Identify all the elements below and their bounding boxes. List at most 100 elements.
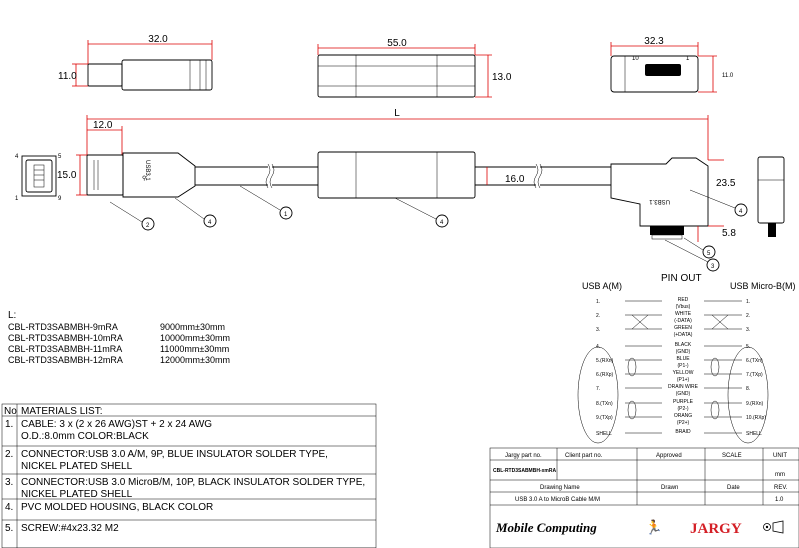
pin-a-bottom-left: 1: [15, 196, 19, 202]
material-row: 5.SCREW:#4x23.32 M2: [2, 523, 376, 548]
projection-symbol-icon: [763, 520, 784, 534]
pin-micro-left: 10: [632, 56, 639, 62]
wire-name: RED: [678, 297, 689, 303]
pin-a-top-right: 5: [58, 154, 62, 160]
material-no: 4.: [5, 502, 13, 513]
plug-a-side-view: 32.0 11.0: [58, 34, 213, 91]
wire-signal: (P2+): [677, 420, 690, 426]
length-table-title: L:: [8, 310, 16, 321]
material-line2: NICKEL PLATED SHELL: [21, 461, 133, 472]
logo-jargy: JARGY: [690, 521, 742, 537]
material-row: 3. CONNECTOR:USB 3.0 MicroB/M, 10P, BLACK…: [2, 477, 376, 500]
pinout-row: 2.2.WHITE(-DATA): [596, 311, 750, 324]
a-plug-marking: USB3.1: [144, 160, 150, 181]
pin-left: 8.(TXn): [596, 401, 613, 407]
length-row: CBL-RTD3SABMBH-10mRA 10000mm±30mm: [8, 333, 230, 343]
dim-micro-length: 32.3: [644, 36, 664, 47]
pin-right: 9.(RXn): [746, 401, 764, 407]
dim-cable-dia: 16.0: [505, 174, 525, 185]
materials-header-no: No: [4, 406, 17, 417]
pin-left: 5.(RXn): [596, 358, 614, 364]
callout-4b: 4: [440, 220, 444, 226]
material-row: 4. PVC MOLDED HOUSING, BLACK COLOR: [2, 502, 376, 521]
pinout-row: 4.5.BLACK(GND): [596, 342, 750, 355]
length-part: CBL-RTD3SABMBH-10mRA: [8, 333, 123, 343]
pin-micro-right: 1: [686, 56, 690, 62]
callout-4c: 4: [739, 209, 743, 215]
wire-name: BLUE: [676, 356, 690, 362]
micro-b-side-view: 32.3 11.0 10 1: [610, 36, 734, 93]
tb-h-drawn: Drawn: [661, 485, 678, 491]
length-value: 10000mm±30mm: [160, 333, 230, 343]
length-value: 9000mm±30mm: [160, 322, 225, 332]
material-line2: O.D.:8.0mm COLOR:BLACK: [21, 431, 149, 442]
material-line1: PVC MOLDED HOUSING, BLACK COLOR: [21, 502, 213, 513]
material-line1: CONNECTOR:USB 3.0 MicroB/M, 10P, BLACK I…: [21, 477, 365, 488]
pinout-row: 6.(RXp) 7.(TXp) YELLOW(P1+): [596, 370, 763, 383]
wire-signal: (GND): [676, 391, 691, 397]
pinout-row: 9.(TXp)10.(RXp)ORANG(P2+): [596, 413, 766, 426]
pin-a-bottom-right: 9: [58, 196, 62, 202]
pin-right: 8.: [746, 386, 750, 392]
pinout-row: 8.(TXn)9.(RXn)PURPLE(P2-): [596, 399, 764, 412]
material-no: 3.: [5, 477, 13, 488]
wire-name: DRAIN WIRE: [668, 384, 699, 390]
pin-right: 2.: [746, 313, 750, 319]
wire-name: BRAID: [675, 429, 691, 435]
tb-drawing-name: USB 3.0 A to MicroB Cable M/M: [515, 497, 600, 503]
main-assembly-view: L 12.0 15.0 4 5 1 9 USB3.1 ⚲: [15, 108, 785, 272]
tb-unit: mm: [775, 472, 785, 478]
callout-1: 1: [284, 212, 288, 218]
callout-4a: 4: [208, 220, 212, 226]
pinout-row: 5.(RXn)6.(TXn)BLUE(P1-): [596, 356, 763, 369]
pinout-right-header: USB Micro-B(M): [730, 281, 796, 291]
material-line1: CABLE: 3 x (2 x 26 AWG)ST + 2 x 24 AWG: [21, 419, 212, 430]
dim-micro-tip: 5.8: [722, 228, 736, 239]
wire-name: YELLOW: [673, 370, 694, 376]
dim-plug-a-length: 32.0: [148, 34, 168, 45]
material-no: 1.: [5, 419, 13, 430]
wire-name: WHITE: [675, 311, 692, 317]
tb-h-date: Date: [727, 485, 740, 491]
material-row: 2.CONNECTOR:USB 3.0 A/M, 9P, BLUE INSULA…: [2, 449, 376, 475]
pinout-left-header: USB A(M): [582, 281, 622, 291]
pin-right: 10.(RXp): [746, 415, 766, 421]
length-part: CBL-RTD3SABMBH-9mRA: [8, 322, 118, 332]
materials-header-title: MATERIALS LIST:: [21, 406, 103, 417]
pin-right: 3.: [746, 327, 750, 333]
dim-overall-length: L: [394, 108, 400, 119]
wire-signal: (P2-): [677, 406, 688, 412]
material-line1: SCREW:#4x23.32 M2: [21, 523, 119, 534]
pinout-row: 3.3.GREEN(+DATA): [596, 325, 750, 338]
dim-housing-height: 13.0: [492, 72, 512, 83]
wire-signal: (P1+): [677, 377, 690, 383]
tb-h-unit: UNIT: [773, 453, 787, 459]
pin-left: 6.(RXp): [596, 372, 614, 378]
pin-left: 7.: [596, 386, 600, 392]
pin-right: 6.(TXn): [746, 358, 763, 364]
pin-right: 7.(TXp): [746, 372, 763, 378]
pinout-diagram: PIN OUT USB A(M) USB Micro-B(M) 1.1.RED(…: [577, 273, 796, 444]
tb-h-client-part: Client part no.: [565, 453, 603, 459]
housing-top-view: 55.0 13.0: [317, 38, 512, 98]
micro-plug-marking: USB3.1: [649, 198, 670, 204]
pin-right: 1.: [746, 299, 750, 305]
callout-2: 2: [146, 223, 150, 229]
length-part: CBL-RTD3SABMBH-12mRA: [8, 355, 123, 365]
material-line1: CONNECTOR:USB 3.0 A/M, 9P, BLUE INSULATO…: [21, 449, 328, 460]
title-block: Jargy part no. Client part no. Approved …: [489, 447, 799, 548]
pin-left: 1.: [596, 299, 600, 305]
pin-left: SHELL: [596, 431, 612, 437]
dim-plug-a-height: 11.0: [58, 71, 77, 82]
wire-signal: (-DATA): [674, 318, 692, 324]
tb-h-scale: SCALE: [722, 453, 742, 459]
callout-3: 3: [711, 264, 715, 270]
dim-a-head-width: 15.0: [57, 170, 77, 181]
logo-mobile-computing: Mobile Computing: [495, 520, 597, 535]
wire-signal: (Vbus): [676, 304, 691, 310]
tb-part-no: CBL-RTD3SABMBH-xmRA: [493, 468, 556, 474]
tb-h-rev: REV.: [774, 485, 788, 491]
pin-left: 9.(TXp): [596, 415, 613, 421]
